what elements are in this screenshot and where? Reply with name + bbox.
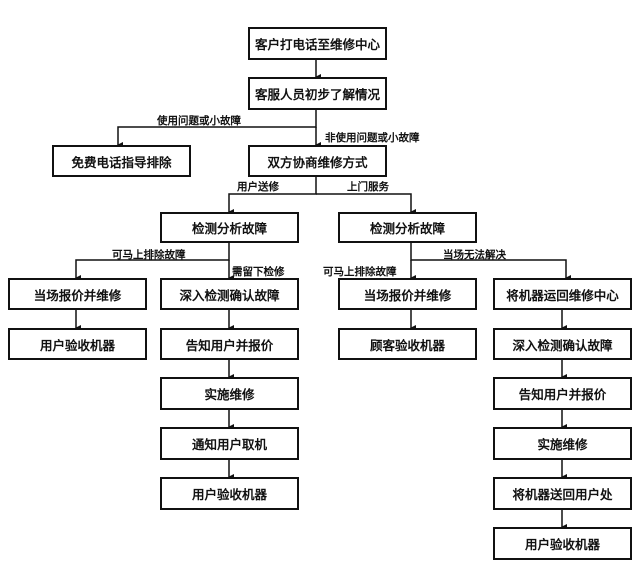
node-user-accept: 用户验收机器 [493,527,632,560]
node-notify-pickup: 通知用户取机 [160,427,299,460]
node-user-accept: 用户验收机器 [160,477,299,510]
node-quote-repair-onsite: 当场报价并维修 [8,278,147,310]
node-call-center: 客户打电话至维修中心 [248,27,387,60]
node-deep-inspect: 深入检测确认故障 [160,278,299,310]
node-user-accept: 用户验收机器 [8,328,147,360]
node-customer-accept: 顾客验收机器 [338,328,477,360]
node-deep-inspect: 深入检测确认故障 [493,328,632,360]
node-detect-left: 检测分析故障 [160,212,299,243]
node-detect-right: 检测分析故障 [338,212,477,243]
edge-label-user-sends: 用户送修 [237,181,279,193]
node-negotiate-method: 双方协商维修方式 [248,145,387,177]
edge-label-keep-for-repair: 需留下检修 [232,266,285,278]
edge-label-fix-now-left: 可马上排除故障 [112,249,186,261]
node-notify-quote: 告知用户并报价 [160,328,299,360]
node-free-phone-guide: 免费电话指导排除 [52,145,191,177]
node-quote-repair-onsite: 当场报价并维修 [338,278,477,310]
edge-label-non-usage-issue: 非使用问题或小故障 [325,132,420,144]
edge-label-onsite-service: 上门服务 [347,181,389,193]
edge-label-usage-issue: 使用问题或小故障 [157,115,241,127]
node-ship-to-center: 将机器运回维修中心 [493,278,632,310]
node-service-staff: 客服人员初步了解情况 [248,77,387,110]
edge-label-cannot-solve: 当场无法解决 [443,249,506,261]
node-do-repair: 实施维修 [160,377,299,410]
edge-label-fix-now-right: 可马上排除故障 [323,266,397,278]
node-return-to-user: 将机器送回用户处 [493,477,632,510]
node-notify-quote: 告知用户并报价 [493,377,632,410]
node-do-repair: 实施维修 [493,427,632,460]
